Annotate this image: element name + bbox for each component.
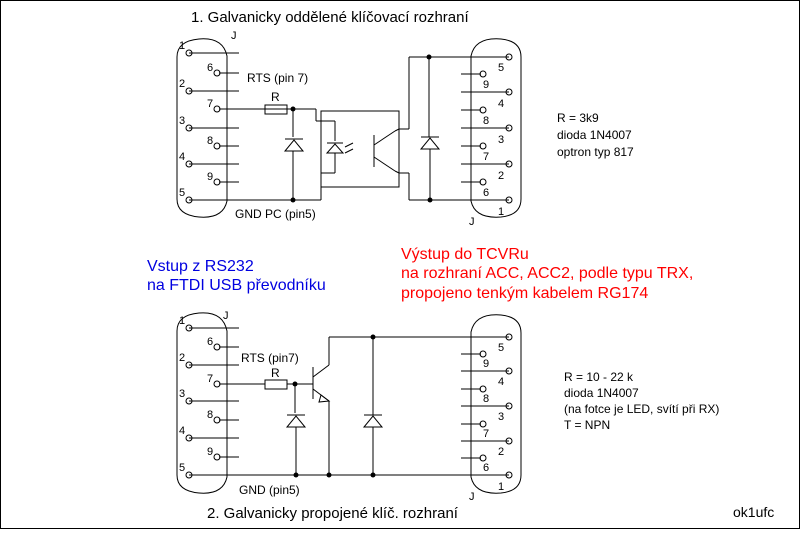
- db9-left-top-leads: [189, 52, 294, 201]
- svg-text:3: 3: [179, 388, 185, 400]
- svg-text:2: 2: [179, 78, 185, 90]
- top-resistor-label: R: [271, 90, 280, 104]
- output-note-line-2: na rozhraní ACC, ACC2, podle typu TRX,: [401, 265, 693, 282]
- svg-text:6: 6: [483, 187, 489, 199]
- svg-text:7: 7: [207, 98, 213, 110]
- bottom-left-pin-numbers: 1 2 3 4 5 6 7 8 9: [179, 315, 213, 474]
- npn-transistor: [312, 337, 331, 475]
- db9-left-bottom-leads: [189, 327, 265, 476]
- svg-text:9: 9: [483, 79, 489, 91]
- svg-text:1: 1: [498, 481, 504, 493]
- diode-top-left: [283, 138, 305, 200]
- svg-text:4: 4: [179, 425, 185, 437]
- db9-right-bottom-shell: [470, 314, 522, 494]
- svg-text:4: 4: [498, 98, 504, 110]
- svg-text:3: 3: [498, 411, 504, 423]
- top-rts-label: RTS (pin 7): [247, 71, 308, 85]
- top-spec-1: dioda 1N4007: [557, 128, 632, 142]
- diode-bottom-left: [285, 414, 307, 475]
- svg-text:7: 7: [207, 373, 213, 385]
- svg-text:3: 3: [179, 115, 185, 127]
- bottom-right-connector-label: J: [469, 491, 475, 503]
- bottom-right-pin-numbers: 5 9 4 8 3 7 2 6 1: [483, 342, 504, 493]
- optocoupler-led: [321, 142, 354, 174]
- svg-text:8: 8: [207, 135, 213, 147]
- svg-text:3: 3: [498, 134, 504, 146]
- db9-right-top-shell: [470, 38, 522, 218]
- svg-text:1: 1: [179, 40, 185, 52]
- svg-text:6: 6: [207, 62, 213, 74]
- svg-text:5: 5: [179, 187, 185, 199]
- db9-right-bottom-leads: [461, 336, 509, 476]
- svg-text:4: 4: [179, 151, 185, 163]
- bottom-left-connector-label: J: [223, 310, 229, 322]
- top-spec-2: optron typ 817: [557, 145, 634, 159]
- db9-left-top-pin-dots: [185, 49, 221, 204]
- svg-text:8: 8: [483, 115, 489, 127]
- diode-bottom-right: [362, 414, 384, 475]
- svg-text:5: 5: [498, 62, 504, 74]
- svg-text:7: 7: [483, 428, 489, 440]
- db9-left-bottom-pin-dots: [185, 324, 221, 479]
- svg-text:8: 8: [483, 393, 489, 405]
- svg-text:8: 8: [207, 409, 213, 421]
- svg-text:5: 5: [179, 462, 185, 474]
- svg-text:5: 5: [498, 342, 504, 354]
- resistor-bottom: [264, 379, 288, 390]
- input-note-line-1: Vstup z RS232: [147, 258, 254, 275]
- input-note-line-2: na FTDI USB převodníku: [147, 277, 326, 294]
- top-left-connector-label: J: [231, 30, 237, 42]
- svg-text:9: 9: [483, 358, 489, 370]
- svg-text:2: 2: [498, 170, 504, 182]
- svg-text:6: 6: [483, 462, 489, 474]
- bottom-title: 2. Galvanicky propojené klíč. rozhraní: [207, 505, 459, 522]
- top-right-pin-numbers: 5 9 4 8 3 7 2 6 1: [483, 62, 504, 218]
- bottom-spec-0: R = 10 - 22 k: [564, 370, 634, 384]
- top-spec-0: R = 3k9: [557, 111, 599, 125]
- top-gnd-label: GND PC (pin5): [235, 207, 316, 221]
- db9-left-bottom-shell: [176, 312, 228, 494]
- bottom-resistor-label: R: [271, 366, 280, 380]
- db9-right-bottom-pin-dots: [479, 333, 513, 479]
- output-note-line-3: propojeno tenkým kabelem RG174: [401, 285, 648, 302]
- svg-text:2: 2: [498, 446, 504, 458]
- optocoupler-phototransistor: [373, 128, 400, 174]
- svg-text:1: 1: [179, 315, 185, 327]
- top-left-pin-numbers: 1 2 3 4 5 6 7 8 9: [179, 40, 213, 199]
- optocoupler-box: [320, 110, 400, 188]
- bottom-spec-2: (na fotce je LED, svítí při RX): [564, 402, 719, 416]
- top-right-connector-label: J: [469, 216, 475, 228]
- author-signature: ok1ufc: [733, 504, 774, 520]
- bottom-spec-3: T = NPN: [564, 418, 610, 432]
- db9-right-top-pin-dots: [479, 53, 513, 204]
- db9-right-top-leads: [461, 56, 509, 201]
- svg-text:6: 6: [207, 336, 213, 348]
- output-note-line-1: Výstup do TCVRu: [401, 246, 529, 263]
- bottom-rts-label: RTS (pin7): [241, 351, 299, 365]
- svg-text:9: 9: [207, 446, 213, 458]
- svg-text:4: 4: [498, 376, 504, 388]
- svg-text:2: 2: [179, 352, 185, 364]
- svg-text:7: 7: [483, 151, 489, 163]
- top-title: 1. Galvanicky oddělené klíčovací rozhran…: [191, 9, 469, 26]
- diode-top-right: [419, 136, 441, 200]
- svg-text:1: 1: [498, 206, 504, 218]
- bottom-gnd-label: GND (pin5): [239, 483, 300, 497]
- svg-text:9: 9: [207, 171, 213, 183]
- junction-dots: [290, 54, 433, 478]
- db9-left-top-shell: [176, 38, 228, 218]
- bottom-spec-1: dioda 1N4007: [564, 386, 639, 400]
